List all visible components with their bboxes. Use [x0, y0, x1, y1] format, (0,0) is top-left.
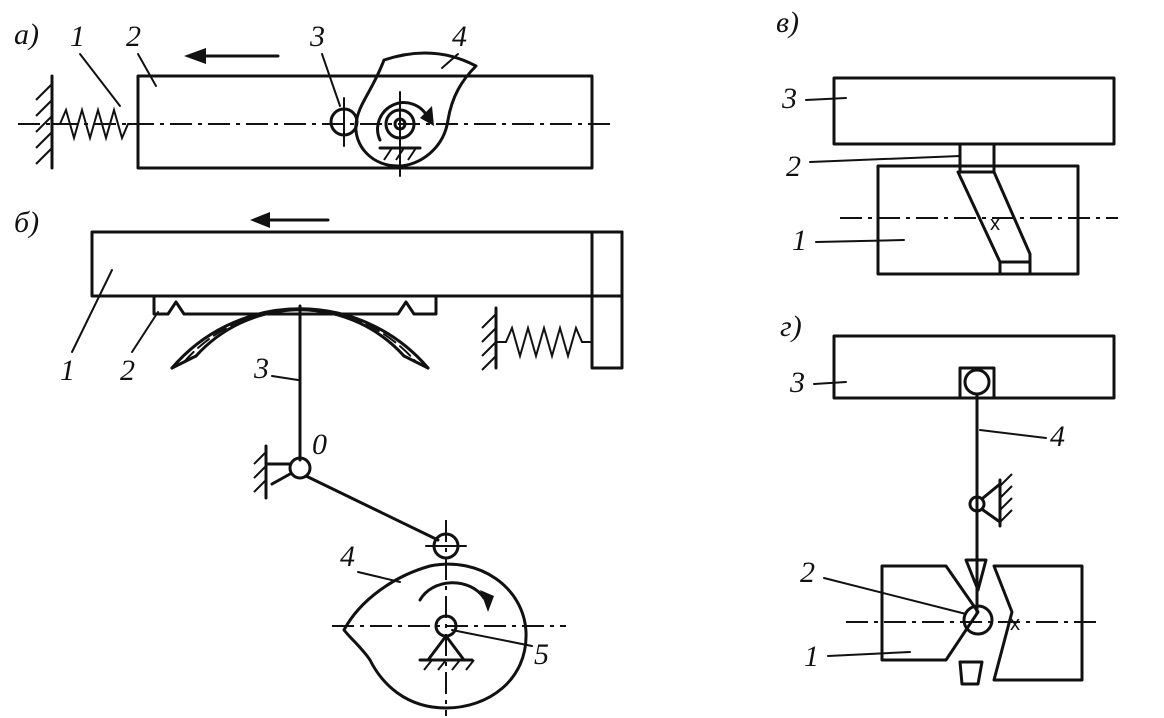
panel-g-slider-1 [880, 564, 980, 662]
panel-v-slider-1 [876, 164, 1080, 276]
panel-b-label-2: 2 [120, 354, 135, 387]
panel-b-label-3: 3 [253, 352, 269, 385]
panel-b-toothed-strip [152, 294, 438, 316]
panel-a-label-4: 4 [452, 20, 467, 53]
panel-g-label-3: 3 [789, 366, 805, 399]
panel-b-lever [304, 474, 440, 542]
panel-g-letter: г) [780, 310, 802, 343]
panel-v-label-3: 3 [781, 82, 797, 115]
panel-v-slider-3 [832, 76, 1116, 146]
panel-a-label-1: 1 [70, 20, 85, 53]
panel-b-label-4: 4 [340, 540, 355, 573]
panel-g-axis-mark: x [1010, 613, 1020, 635]
panel-g-label-2: 2 [800, 556, 815, 589]
panel-v-axis-mark: x [990, 213, 1000, 235]
panel-v-letter: в) [776, 6, 799, 39]
panel-g-label-4: 4 [1050, 420, 1065, 453]
panel-a-label-3: 3 [309, 20, 325, 53]
panel-b-pivot [288, 456, 312, 480]
panel-a: а) [14, 18, 612, 177]
panel-g-top-pin [963, 368, 991, 396]
panel-b-spring [495, 324, 593, 360]
panel-b-slider [90, 230, 624, 298]
panel-v-pin [958, 142, 996, 174]
panel-a-letter: а) [14, 18, 39, 51]
panel-g-mid-pivot [968, 495, 986, 513]
panel-v-label-2: 2 [786, 150, 801, 183]
panel-a-cam [354, 51, 478, 168]
panel-b: б) [14, 206, 624, 716]
panel-a-label-2: 2 [126, 20, 141, 53]
panel-b-label-o: 0 [312, 428, 327, 461]
panel-v-inclined-slot [956, 170, 1032, 276]
panel-v: в) x 3 2 1 [776, 6, 1118, 276]
panel-b-letter: б) [14, 206, 39, 239]
panel-b-cam [342, 562, 528, 710]
panel-g-bottom-pin [962, 604, 994, 636]
panel-a-wall [35, 74, 54, 170]
panel-v-label-1: 1 [792, 224, 807, 257]
panel-g: г) x 3 4 2 1 [780, 310, 1116, 686]
panel-g-label-1: 1 [804, 640, 819, 673]
panel-b-label-5: 5 [534, 638, 549, 671]
panel-a-slider [136, 74, 594, 170]
panel-b-label-1: 1 [60, 354, 75, 387]
panel-a-motion-arrow [184, 48, 280, 64]
panel-b-wall [481, 306, 498, 371]
panel-b-motion-arrow [250, 212, 330, 228]
